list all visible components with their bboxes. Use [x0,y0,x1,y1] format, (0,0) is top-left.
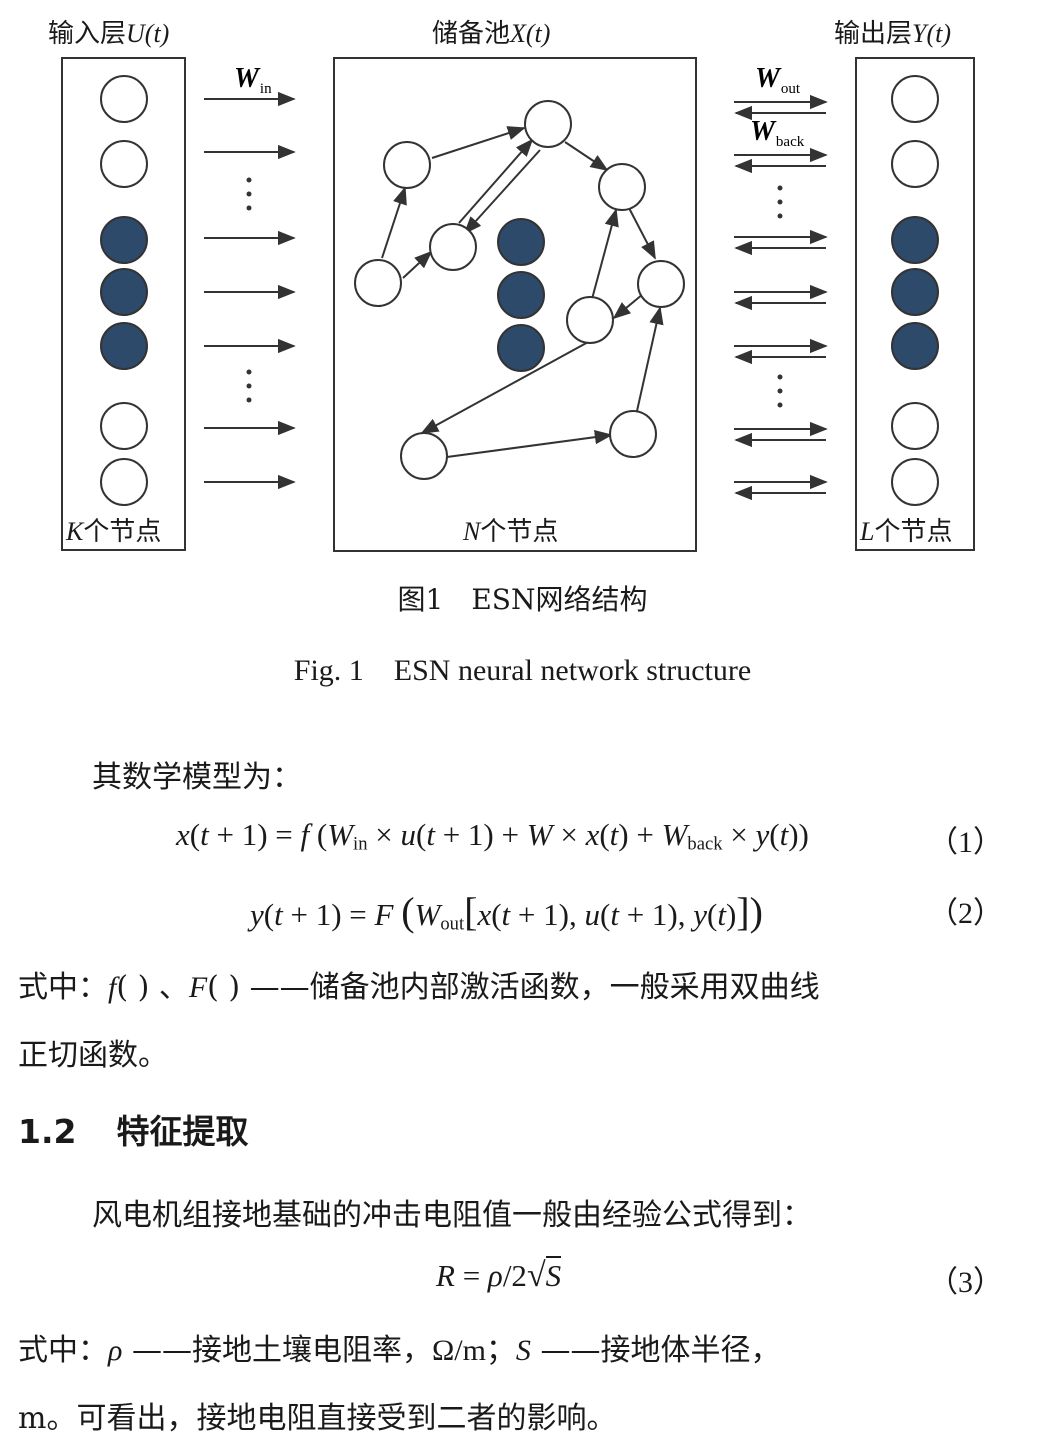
equation-3: R = ρ/2√S [436,1256,562,1294]
output-node [891,268,939,316]
input-node [100,216,148,264]
equation-1-number: （1） [928,826,1003,859]
reservoir-node [400,432,448,480]
input-node [100,402,148,450]
where-clause-1-line2: 正切函数。 [18,1038,168,1073]
output-node [891,322,939,370]
equation-2-number: （2） [928,897,1003,930]
reservoir-node [598,163,646,211]
output-layer-title: 输出层Y(t) [834,19,951,49]
reservoir-node [609,410,657,458]
esn-figure: 输入层U(t) 储备池X(t) 输出层Y(t) [48,19,975,552]
reservoir-node [383,141,431,189]
intro-text: 其数学模型为： [92,760,302,795]
reservoir-node [497,271,545,319]
input-node [100,75,148,123]
output-nodes [891,75,939,506]
output-weight-arrows [734,94,828,501]
w-out-label: Wout [755,63,801,97]
output-node [891,402,939,450]
w-in-label: Win [234,63,272,97]
reservoir-node [497,324,545,372]
figure-caption-cn: 图1 ESN网络结构 [397,583,648,616]
input-node [100,458,148,506]
reservoir-node-count: N个节点 [462,517,558,547]
equation-2: y(t + 1) = F (Wout[x(t + 1), u(t + 1), y… [250,889,763,935]
input-layer-box [61,57,186,551]
ellipsis-dots [246,177,783,408]
input-node-count: K个节点 [65,517,161,547]
where-clause-2-line2: m。可看出，接地电阻直接受到二者的影响。 [18,1401,617,1436]
input-node [100,140,148,188]
input-node [100,322,148,370]
where-clause-2: 式中：ρ ——接地土壤电阻率，Ω/m；S ——接地体半径， [18,1333,781,1368]
equation-1: x(t + 1) = f (Win × u(t + 1) + W × x(t) … [176,817,809,855]
reservoir-node [566,296,614,344]
reservoir-nodes [354,100,685,480]
reservoir-box [333,57,697,552]
equation-3-number: （3） [928,1266,1003,1299]
output-node-count: L个节点 [859,517,952,547]
figure-caption-en: Fig. 1 ESN neural network structure [293,654,752,687]
input-weight-arrows [204,91,296,490]
reservoir-node [429,223,477,271]
reservoir-node [524,100,572,148]
reservoir-node [354,259,402,307]
reservoir-node [497,218,545,266]
output-layer-box [855,57,975,551]
input-node [100,268,148,316]
output-node [891,216,939,264]
input-nodes [100,75,148,506]
input-layer-title: 输入层U(t) [48,19,169,49]
output-node [891,75,939,123]
paragraph-2: 风电机组接地基础的冲击电阻值一般由经验公式得到： [92,1198,812,1233]
reservoir-connections [381,126,664,458]
w-back-label: Wback [750,116,805,150]
reservoir-title: 储备池X(t) [432,19,550,49]
reservoir-node [637,260,685,308]
output-node [891,458,939,506]
where-clause-1: 式中：f( ) 、F( ) ——储备池内部激活函数，一般采用双曲线 [18,970,820,1005]
output-node [891,140,939,188]
